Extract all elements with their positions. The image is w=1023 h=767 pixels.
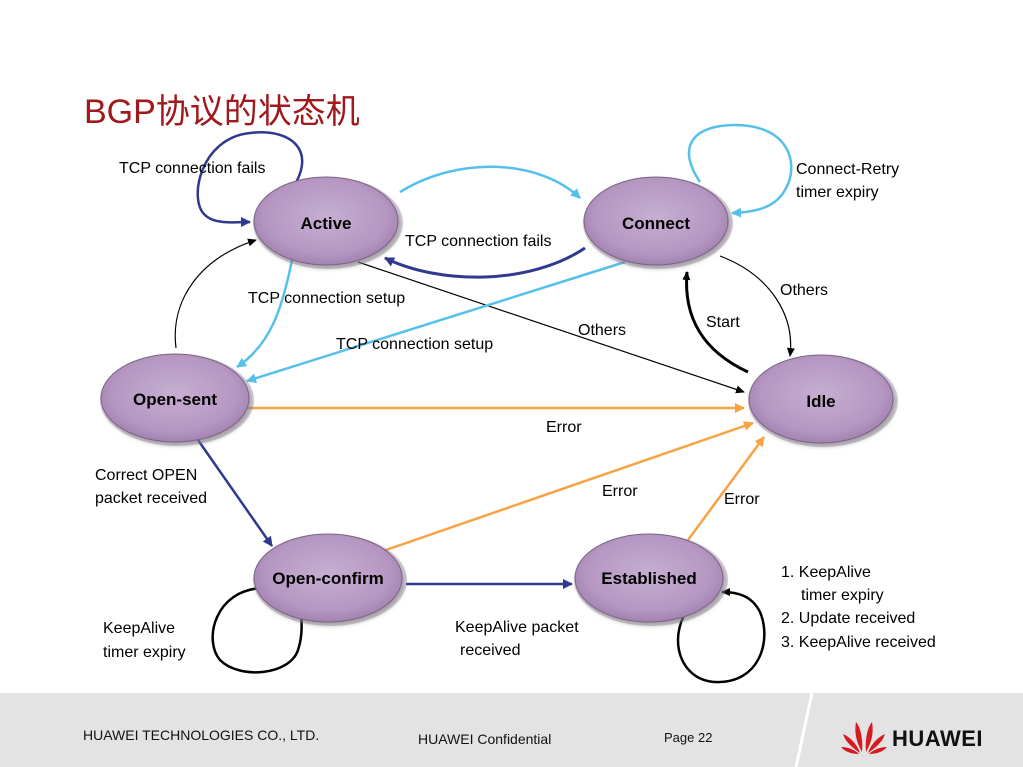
state-established: Established bbox=[574, 533, 728, 626]
edge-idle-to-connect bbox=[682, 271, 749, 374]
state-idle: Idle bbox=[748, 354, 898, 447]
label-connect-self-loop-2: timer expiry bbox=[796, 184, 879, 201]
label-opensent-to-openconfirm-1: Correct OPEN bbox=[95, 467, 197, 484]
edge-established-self-loop bbox=[676, 588, 766, 684]
edge-active-self-loop bbox=[196, 131, 304, 228]
edge-openconfirm-to-idle bbox=[382, 421, 754, 553]
label-established-to-idle: Error bbox=[724, 491, 760, 508]
label-openconfirm-self-loop-1: KeepAlive bbox=[103, 620, 175, 637]
footer-confidential: HUAWEI Confidential bbox=[418, 731, 552, 747]
state-established-label: Established bbox=[601, 569, 696, 588]
label-opensent-to-openconfirm-2: packet received bbox=[95, 490, 207, 507]
edge-connect-to-idle bbox=[719, 255, 795, 357]
footer-divider bbox=[794, 693, 814, 767]
label-connect-self-loop-1: Connect-Retry bbox=[796, 161, 899, 178]
label-connect-to-idle: Others bbox=[780, 282, 828, 299]
label-openconfirm-to-established-2: received bbox=[460, 642, 520, 659]
state-open-confirm: Open-confirm bbox=[253, 533, 407, 626]
state-connect: Connect bbox=[583, 176, 733, 269]
label-established-loop-1b: timer expiry bbox=[801, 587, 884, 604]
label-connect-to-active: TCP connection fails bbox=[405, 233, 551, 250]
state-active: Active bbox=[253, 176, 403, 269]
huawei-logo-icon bbox=[841, 722, 887, 754]
edge-established-to-idle bbox=[686, 436, 766, 541]
slide-title: BGP协议的状态机 bbox=[84, 93, 360, 131]
state-open-sent-label: Open-sent bbox=[133, 390, 217, 409]
label-active-to-opensent: TCP connection setup bbox=[248, 290, 405, 307]
label-opensent-to-idle: Error bbox=[546, 419, 582, 436]
footer-logo-text: HUAWEI bbox=[892, 726, 983, 751]
edge-active-to-idle bbox=[357, 261, 745, 394]
state-open-confirm-label: Open-confirm bbox=[272, 569, 383, 588]
state-open-sent: Open-sent bbox=[100, 353, 254, 446]
state-connect-label: Connect bbox=[622, 214, 690, 233]
label-active-self-loop: TCP connection fails bbox=[119, 160, 265, 177]
label-connect-to-opensent: TCP connection setup bbox=[336, 336, 493, 353]
label-established-loop-2: 2. Update received bbox=[781, 610, 915, 627]
footer-bar bbox=[0, 693, 1023, 767]
label-idle-to-connect: Start bbox=[706, 314, 740, 331]
edge-openconfirm-self-loop bbox=[211, 586, 306, 674]
edge-connect-to-opensent bbox=[246, 260, 626, 384]
label-openconfirm-to-idle: Error bbox=[602, 483, 638, 500]
label-active-to-idle: Others bbox=[578, 322, 626, 339]
state-idle-label: Idle bbox=[806, 392, 835, 411]
edge-active-to-connect bbox=[399, 165, 581, 199]
edge-connect-to-active bbox=[384, 246, 586, 279]
label-established-loop-1a: 1. KeepAlive bbox=[781, 564, 871, 581]
label-established-loop-3: 3. KeepAlive received bbox=[781, 634, 936, 651]
label-openconfirm-to-established-1: KeepAlive packet bbox=[455, 619, 579, 636]
edge-opensent-to-openconfirm bbox=[196, 439, 274, 547]
state-diagram: Active Connect Open-sent Idle Open-confi… bbox=[95, 123, 936, 684]
label-openconfirm-self-loop-2: timer expiry bbox=[103, 644, 186, 661]
edge-connect-self-loop bbox=[687, 123, 793, 218]
edge-opensent-to-active bbox=[174, 238, 257, 349]
footer-page-number: Page 22 bbox=[664, 730, 713, 745]
footer-company: HUAWEI TECHNOLOGIES CO., LTD. bbox=[83, 727, 320, 743]
state-active-label: Active bbox=[300, 214, 351, 233]
edge-active-to-opensent bbox=[236, 259, 294, 369]
